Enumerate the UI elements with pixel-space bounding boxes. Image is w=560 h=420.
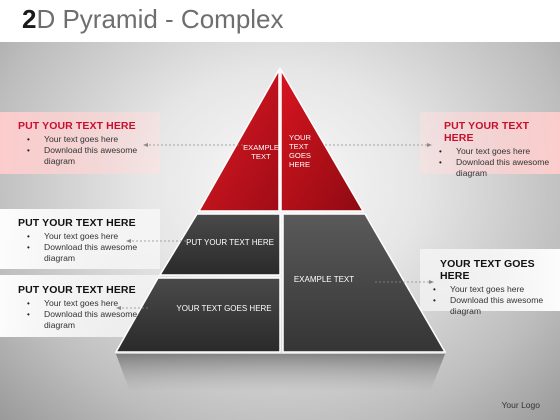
- block-heading: PUT YOUR TEXT HERE: [18, 120, 136, 132]
- band-mid-left: [0, 209, 160, 269]
- block-heading: YOUR TEXT GOES HERE: [440, 258, 535, 282]
- block-heading: PUT YOUR TEXT HERE: [444, 120, 530, 144]
- bullet-item: •Download this awesome diagram: [27, 309, 138, 330]
- pyramid-low-left: [114, 277, 281, 353]
- bullet-item: •Download this awesome diagram: [439, 157, 550, 178]
- band-top-left: [0, 112, 160, 174]
- slide-canvas: EXAMPLE TEXT YOUR TEXT GOES HERE PUT YOU…: [0, 42, 560, 420]
- bullet-item: •Your text goes here: [27, 298, 119, 308]
- pyramid-diagram: [114, 67, 447, 392]
- band-right-lower: [420, 249, 560, 311]
- bullet-item: •Download this awesome diagram: [433, 295, 544, 316]
- text-block-top-left: PUT YOUR TEXT HERE •Your text goes here …: [18, 120, 168, 167]
- block-heading: PUT YOUR TEXT HERE: [18, 284, 136, 296]
- band-top-right: [420, 112, 560, 174]
- bullet-item: •Download this awesome diagram: [27, 242, 138, 263]
- text-block-mid-left: PUT YOUR TEXT HERE •Your text goes here …: [18, 217, 168, 264]
- bullet-item: •Your text goes here: [439, 146, 531, 156]
- text-block-right-lower: YOUR TEXT GOES HERE •Your text goes here…: [424, 258, 560, 317]
- pyramid-right: [282, 213, 447, 353]
- apex-left-label: EXAMPLE TEXT: [243, 143, 279, 161]
- bullet-item: •Your text goes here: [433, 284, 525, 294]
- bullet-item: •Your text goes here: [27, 231, 119, 241]
- right-label: EXAMPLE TEXT: [293, 275, 355, 284]
- text-block-top-right: PUT YOUR TEXT HERE •Your text goes here …: [430, 120, 560, 179]
- pyramid-apex-left: [197, 67, 280, 212]
- bullet-item: •Download this awesome diagram: [27, 145, 138, 166]
- logo-text: Your Logo: [501, 400, 540, 410]
- bullet-item: •Your text goes here: [27, 134, 119, 144]
- pyramid-mid-left: [158, 213, 281, 276]
- text-block-low-left: PUT YOUR TEXT HERE •Your text goes here …: [18, 284, 168, 331]
- apex-right-label: YOUR TEXT GOES HERE: [289, 133, 311, 169]
- pyramid-apex-right: [280, 67, 365, 212]
- page-title: 2D Pyramid - Complex: [22, 4, 284, 34]
- block-heading: PUT YOUR TEXT HERE: [18, 217, 136, 229]
- mid-left-label: PUT YOUR TEXT HERE: [186, 238, 274, 247]
- pyramid-reflection: [116, 354, 445, 392]
- low-left-label: YOUR TEXT GOES HERE: [176, 304, 272, 313]
